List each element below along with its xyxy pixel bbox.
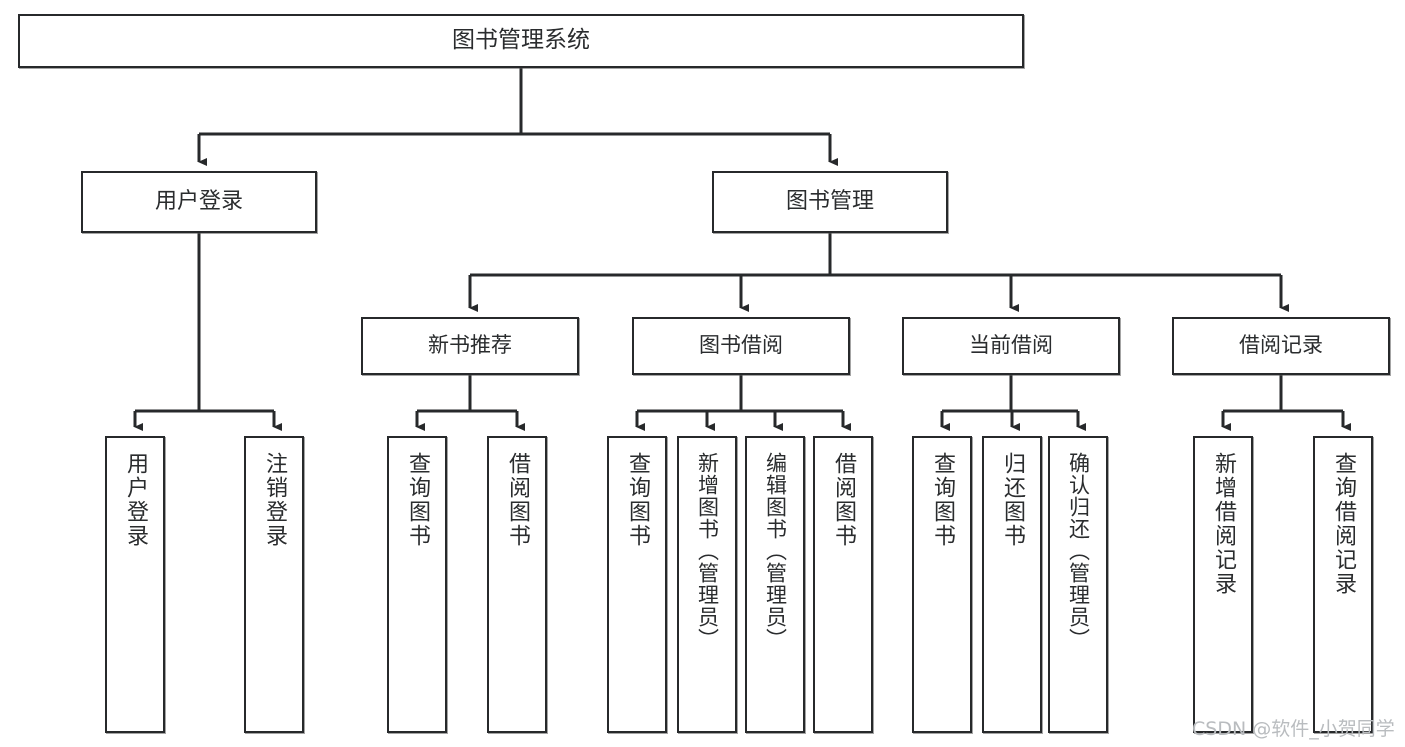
node-borrow-record-label: 借阅记录	[1239, 333, 1323, 358]
node-leaf-borrow-book-2[interactable]: 借阅图书	[813, 436, 873, 733]
node-leaf-add-record-label: 新增借阅记录	[1211, 452, 1236, 596]
node-leaf-query-book-3[interactable]: 查询图书	[912, 436, 972, 733]
node-leaf-add-book-label: 新增图书（管理员）	[695, 452, 720, 650]
node-root-label: 图书管理系统	[452, 27, 590, 54]
node-leaf-borrow-book-1-label: 借阅图书	[505, 452, 530, 548]
node-leaf-edit-book-label: 编辑图书（管理员）	[763, 452, 788, 650]
node-book-borrow-label: 图书借阅	[699, 333, 783, 358]
node-leaf-query-book-3-label: 查询图书	[930, 452, 955, 548]
node-borrow-record[interactable]: 借阅记录	[1172, 317, 1390, 375]
node-leaf-borrow-book-2-label: 借阅图书	[831, 452, 856, 548]
node-new-book-rec[interactable]: 新书推荐	[361, 317, 579, 375]
node-leaf-return-book-label: 归还图书	[1000, 452, 1025, 548]
node-leaf-edit-book[interactable]: 编辑图书（管理员）	[745, 436, 805, 733]
edge-group	[133, 68, 1351, 431]
node-current-borrow[interactable]: 当前借阅	[902, 317, 1120, 375]
node-leaf-add-record[interactable]: 新增借阅记录	[1193, 436, 1253, 733]
node-leaf-query-record[interactable]: 查询借阅记录	[1313, 436, 1373, 733]
node-current-borrow-label: 当前借阅	[969, 333, 1053, 358]
node-leaf-query-book-1-label: 查询图书	[405, 452, 430, 548]
node-root[interactable]: 图书管理系统	[18, 14, 1024, 68]
node-book-manage-label: 图书管理	[785, 188, 874, 214]
node-leaf-user-login[interactable]: 用户登录	[105, 436, 165, 733]
node-new-book-rec-label: 新书推荐	[428, 333, 512, 358]
node-leaf-add-book[interactable]: 新增图书（管理员）	[677, 436, 737, 733]
node-user-login[interactable]: 用户登录	[81, 171, 317, 233]
node-leaf-query-record-label: 查询借阅记录	[1331, 452, 1356, 596]
node-leaf-query-book-2-label: 查询图书	[625, 452, 650, 548]
node-leaf-user-login-label: 用户登录	[123, 452, 148, 548]
node-leaf-query-book-1[interactable]: 查询图书	[387, 436, 447, 733]
node-leaf-borrow-book-1[interactable]: 借阅图书	[487, 436, 547, 733]
node-book-borrow[interactable]: 图书借阅	[632, 317, 850, 375]
node-book-manage[interactable]: 图书管理	[712, 171, 948, 233]
node-leaf-query-book-2[interactable]: 查询图书	[607, 436, 667, 733]
node-user-login-label: 用户登录	[154, 188, 243, 214]
node-leaf-confirm-return[interactable]: 确认归还（管理员）	[1048, 436, 1108, 733]
node-leaf-return-book[interactable]: 归还图书	[982, 436, 1042, 733]
node-leaf-confirm-return-label: 确认归还（管理员）	[1066, 452, 1091, 650]
csdn-watermark: CSDN @软件_小贺同学	[1192, 718, 1395, 740]
node-leaf-logout[interactable]: 注销登录	[244, 436, 304, 733]
node-leaf-logout-label: 注销登录	[262, 452, 287, 548]
